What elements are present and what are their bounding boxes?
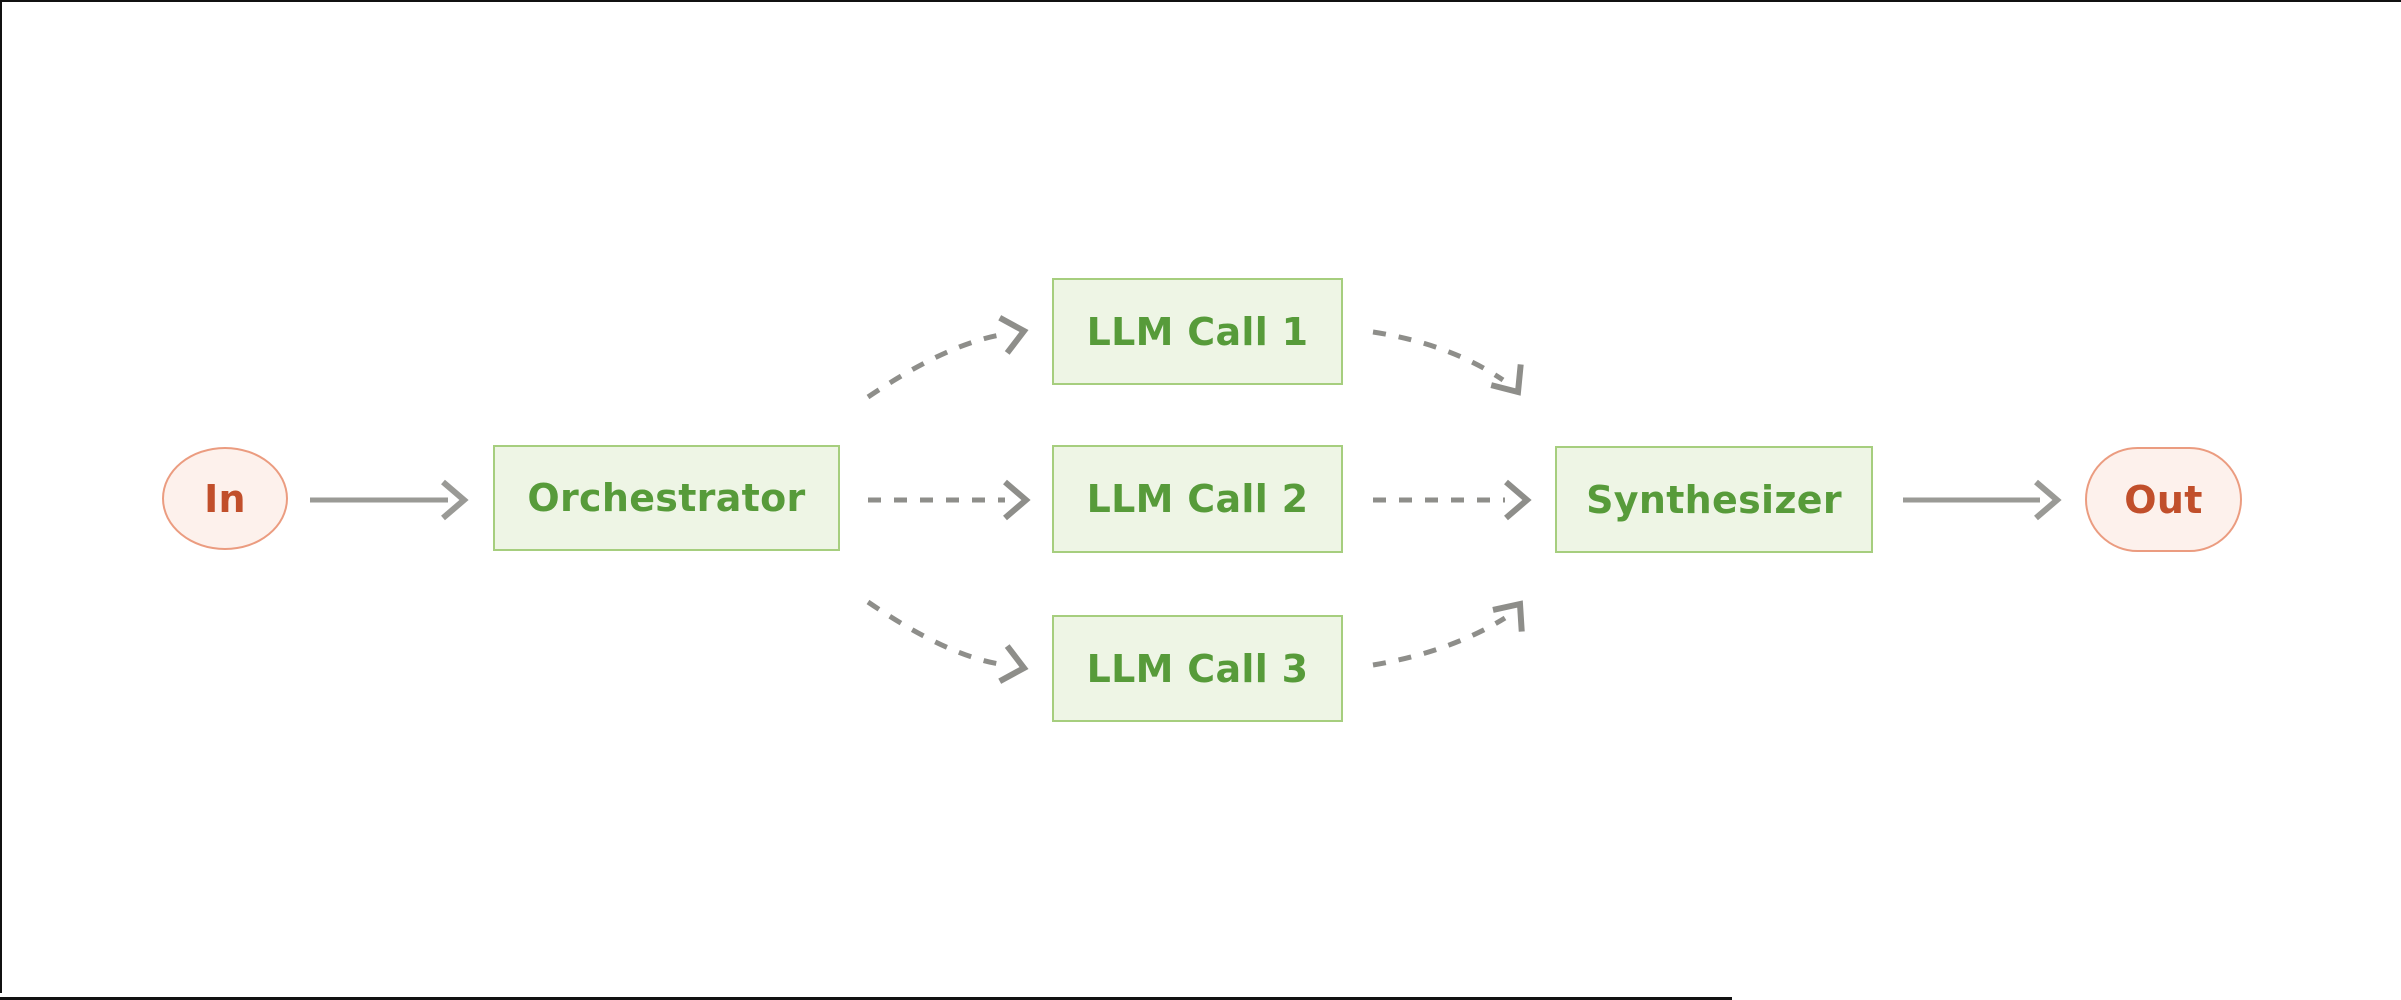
edge-llm-call-1-synthesizer [1372, 329, 1524, 396]
frame-left-border [0, 0, 2, 993]
frame-bottom-border [0, 997, 1732, 1000]
node-in-label: In [204, 476, 246, 521]
node-orchestrator: Orchestrator [493, 445, 840, 551]
node-synthesizer-label: Synthesizer [1586, 477, 1842, 522]
edge-in-orchestrator [310, 479, 469, 521]
node-llm-call-1: LLM Call 1 [1052, 278, 1343, 385]
node-synthesizer: Synthesizer [1555, 446, 1873, 553]
edge-orchestrator-llm-call-3 [866, 599, 1029, 684]
edge-llm-call-2-synthesizer [1373, 479, 1532, 521]
edge-llm-call-3-synthesizer [1372, 600, 1525, 668]
edge-synthesizer-out [1903, 479, 2062, 521]
node-llm-call-3: LLM Call 3 [1052, 615, 1343, 722]
node-in: In [162, 447, 288, 550]
node-llm-call-1-label: LLM Call 1 [1086, 309, 1309, 354]
node-out: Out [2085, 447, 2242, 552]
node-out-label: Out [2124, 477, 2203, 522]
node-orchestrator-label: Orchestrator [527, 476, 806, 520]
node-llm-call-2: LLM Call 2 [1052, 445, 1343, 553]
frame-top-border [0, 0, 2401, 2]
edge-orchestrator-llm-call-2 [868, 479, 1031, 521]
node-llm-call-2-label: LLM Call 2 [1086, 477, 1309, 521]
edge-orchestrator-llm-call-1 [866, 315, 1029, 400]
node-llm-call-3-label: LLM Call 3 [1086, 646, 1309, 691]
